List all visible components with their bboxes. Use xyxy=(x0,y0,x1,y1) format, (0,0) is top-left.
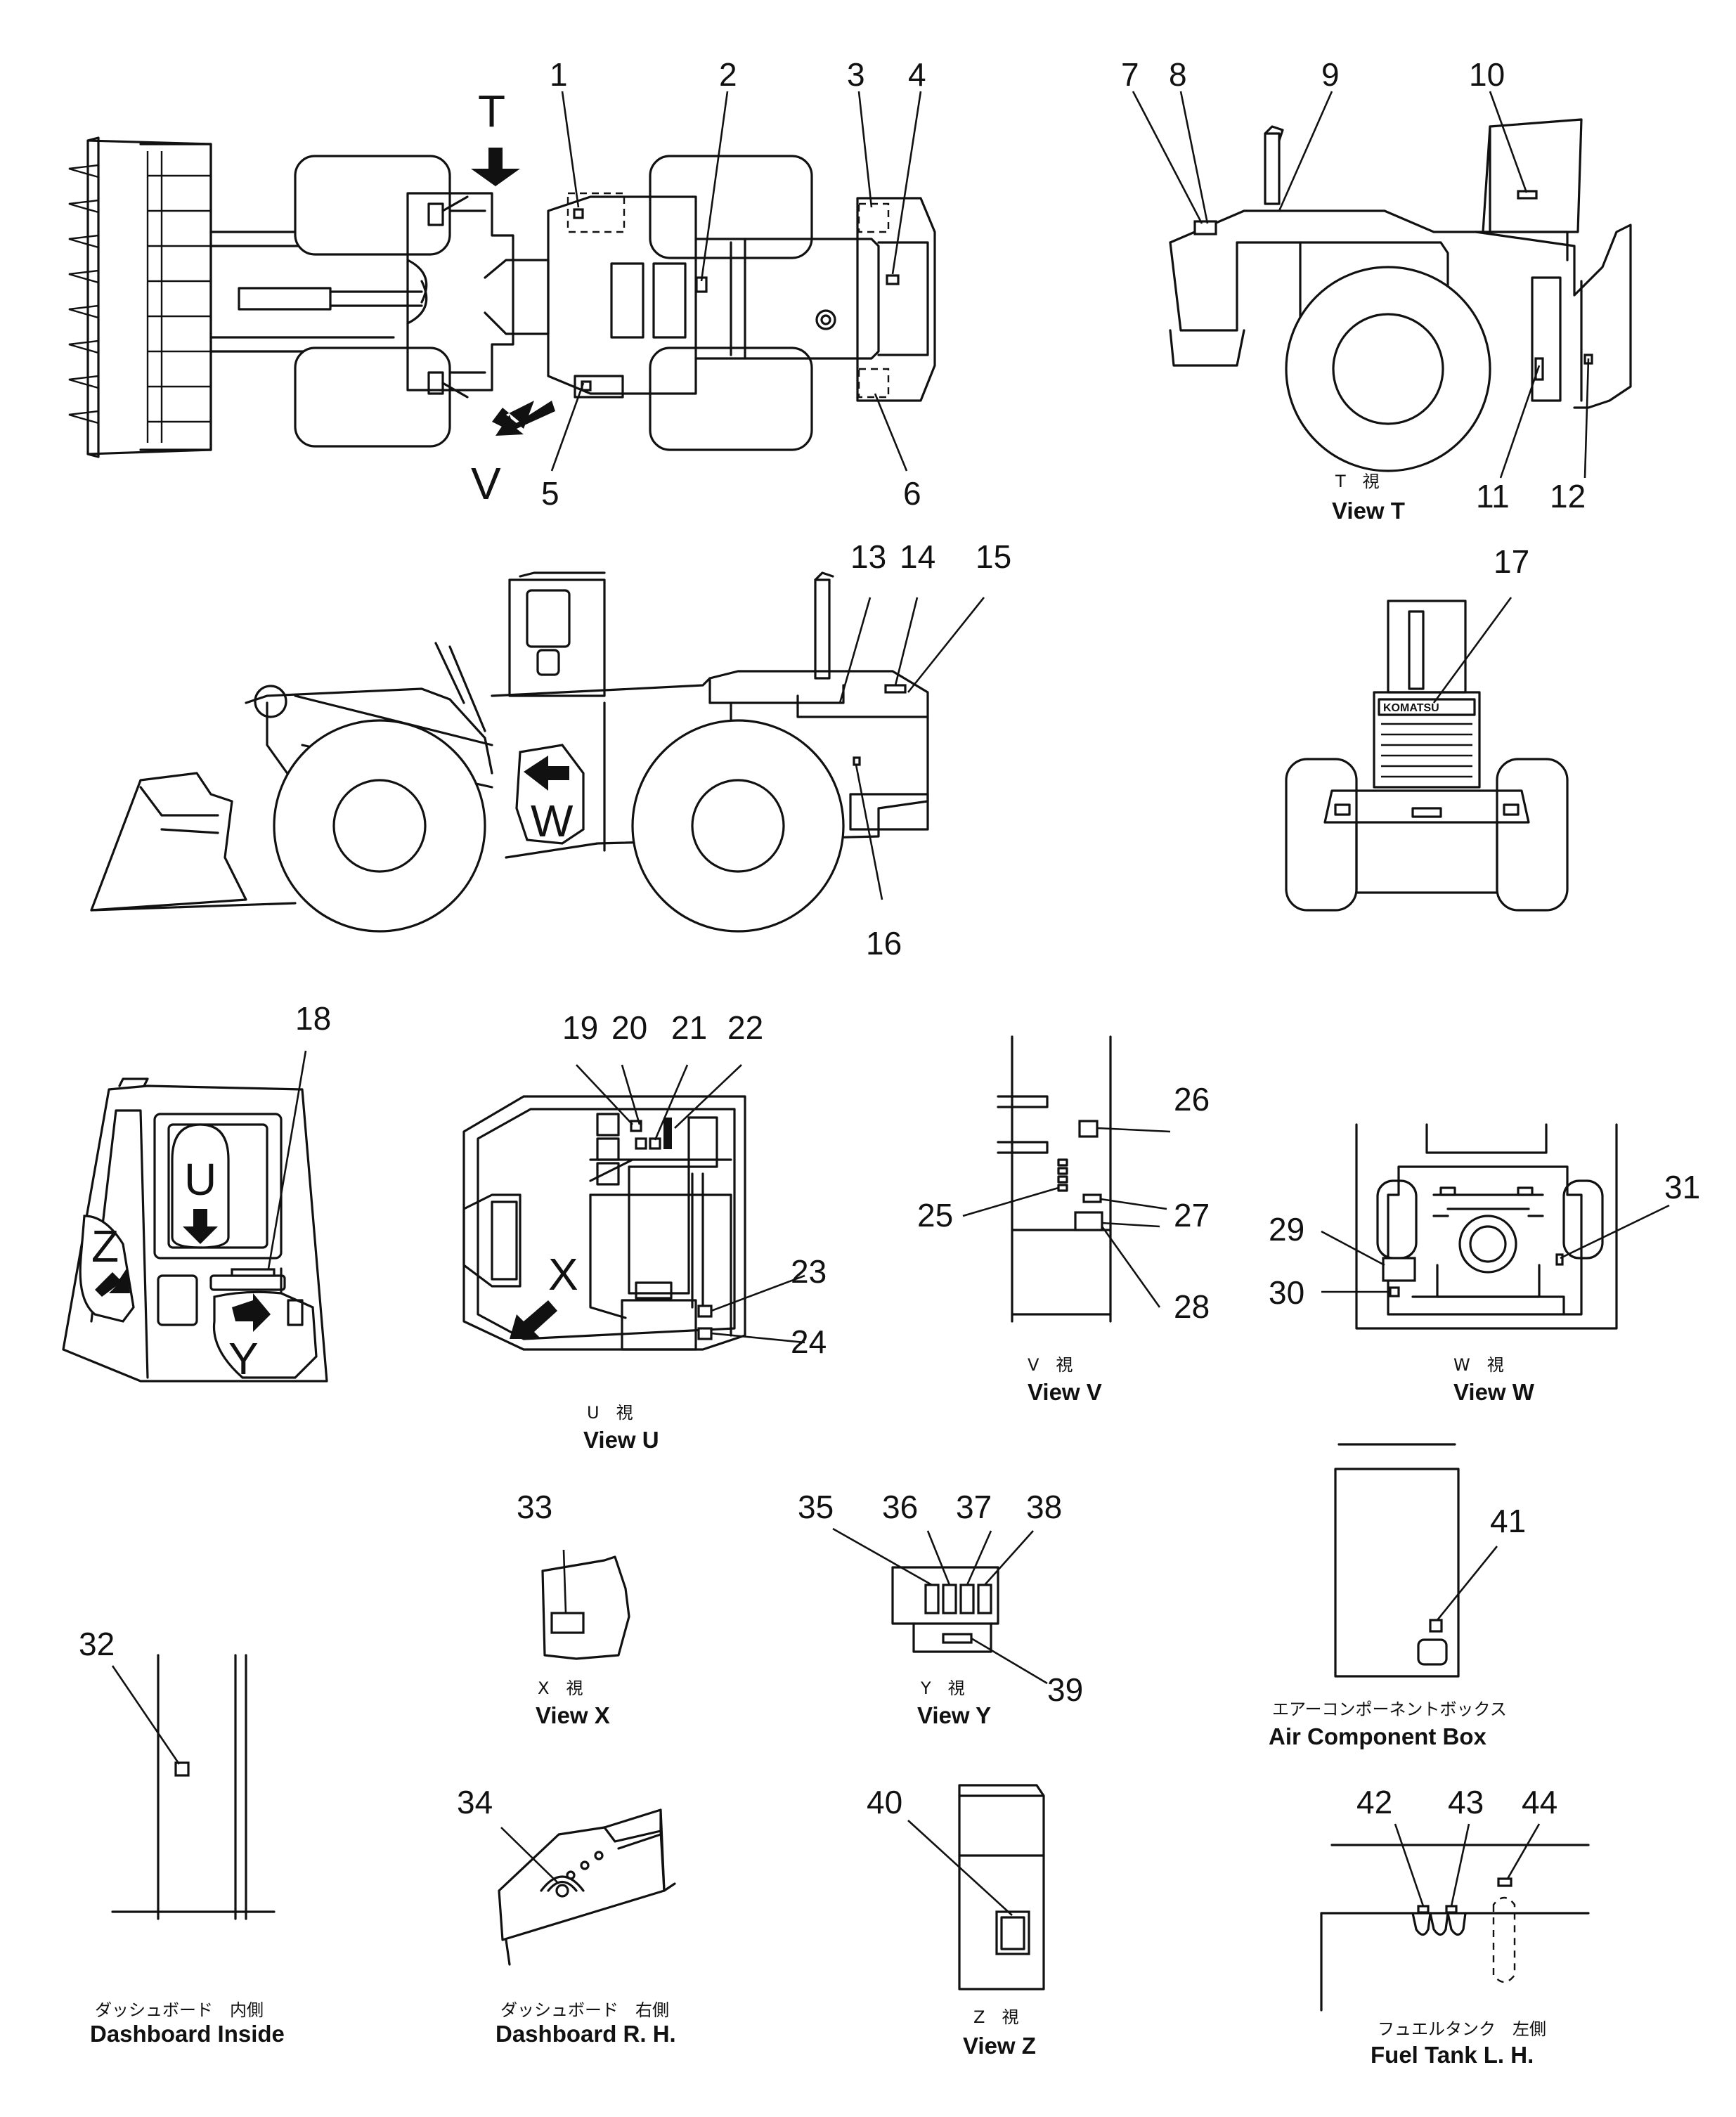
bucket-teeth xyxy=(68,164,99,425)
caption-view-v-jp: V 視 xyxy=(1028,1355,1073,1375)
loader-top-view xyxy=(68,136,936,458)
air-box-drawing xyxy=(1334,1443,1460,1678)
caption-view-z-jp: Z 視 xyxy=(973,2007,1018,2027)
caption-view-x-jp: X 視 xyxy=(538,1678,583,1698)
callout-27: 27 xyxy=(1174,1197,1210,1234)
callout-12: 12 xyxy=(1550,478,1586,514)
caption-view-z-en: View Z xyxy=(963,2033,1036,2059)
bucket-ribs xyxy=(146,151,211,443)
callout-29: 29 xyxy=(1269,1211,1304,1248)
leader-lines xyxy=(111,91,1670,1916)
brand-plate: KOMATSU xyxy=(1383,702,1439,714)
caption-fuel-tank-en: Fuel Tank L. H. xyxy=(1371,2042,1534,2068)
view-w-drawing xyxy=(1355,1123,1618,1330)
view-letter-z: Z xyxy=(91,1221,119,1271)
callout-41: 41 xyxy=(1490,1503,1526,1539)
callout-5: 5 xyxy=(541,475,559,512)
callout-26: 26 xyxy=(1174,1081,1210,1118)
callout-19: 19 xyxy=(562,1009,598,1046)
callout-3: 3 xyxy=(847,56,865,93)
caption-air-box-jp: エアーコンポーネントボックス xyxy=(1272,1700,1507,1719)
callout-6: 6 xyxy=(903,475,921,512)
captions: T 視 View T U 視 View U V 視 View V W 視 Vie… xyxy=(90,472,1546,2068)
callout-44: 44 xyxy=(1522,1784,1557,1820)
callout-9: 9 xyxy=(1321,56,1340,93)
caption-fuel-tank-jp: フュエルタンク 左側 xyxy=(1378,2019,1546,2039)
callout-numbers: 1 2 3 4 5 6 7 8 9 10 11 12 13 14 15 16 1… xyxy=(79,56,1700,1820)
caption-view-u-en: View U xyxy=(583,1427,659,1453)
cab-side-view xyxy=(62,1077,328,1383)
view-letter-u: U xyxy=(184,1154,216,1205)
loader-front-view xyxy=(1285,600,1569,912)
view-letters: T V W U Z Y X KOMATSU xyxy=(91,86,1439,1384)
caption-dash-rh-en: Dashboard R. H. xyxy=(495,2021,676,2047)
callout-15: 15 xyxy=(976,538,1011,575)
caption-air-box-en: Air Component Box xyxy=(1269,1723,1486,1749)
callout-22: 22 xyxy=(727,1009,763,1046)
callout-2: 2 xyxy=(719,56,737,93)
dash-inside-drawing xyxy=(111,1654,276,1920)
callout-31: 31 xyxy=(1664,1169,1700,1205)
caption-view-t-jp: T 視 xyxy=(1335,472,1380,491)
caption-view-y-en: View Y xyxy=(917,1702,991,1728)
caption-dash-inside-en: Dashboard Inside xyxy=(90,2021,285,2047)
callout-20: 20 xyxy=(611,1009,647,1046)
view-letter-w: W xyxy=(531,796,574,846)
callout-40: 40 xyxy=(867,1784,902,1820)
caption-view-v-en: View V xyxy=(1028,1379,1102,1405)
view-z-drawing xyxy=(958,1784,1045,1990)
callout-28: 28 xyxy=(1174,1288,1210,1325)
callout-43: 43 xyxy=(1448,1784,1484,1820)
caption-view-y-jp: Y 視 xyxy=(920,1678,965,1698)
callout-10: 10 xyxy=(1469,56,1505,93)
callout-21: 21 xyxy=(671,1009,707,1046)
view-y-drawing xyxy=(891,1566,999,1653)
callout-17: 17 xyxy=(1494,543,1529,580)
callout-37: 37 xyxy=(956,1489,992,1525)
loader-side-view xyxy=(90,571,929,933)
callout-39: 39 xyxy=(1047,1671,1083,1708)
caption-view-w-en: View W xyxy=(1453,1379,1535,1405)
dash-rh-drawing xyxy=(498,1808,676,1966)
view-u-drawing xyxy=(462,1095,746,1351)
caption-view-u-jp: U 視 xyxy=(587,1403,633,1423)
callout-13: 13 xyxy=(850,538,886,575)
callout-14: 14 xyxy=(900,538,935,575)
caption-view-t-en: View T xyxy=(1332,498,1405,524)
callout-36: 36 xyxy=(882,1489,918,1525)
callout-1: 1 xyxy=(550,56,568,93)
callout-24: 24 xyxy=(791,1323,827,1360)
callout-18: 18 xyxy=(295,1000,331,1037)
fuel-tank-drawing xyxy=(1320,1844,1590,2012)
callout-32: 32 xyxy=(79,1626,115,1662)
callout-23: 23 xyxy=(791,1253,827,1290)
view-letter-t: T xyxy=(478,86,505,136)
callout-33: 33 xyxy=(517,1489,552,1525)
view-t-drawing xyxy=(1169,118,1632,472)
caption-dash-rh-jp: ダッシュボード 右側 xyxy=(500,2000,669,2020)
caption-dash-inside-jp: ダッシュボード 内側 xyxy=(95,2000,264,2020)
callout-25: 25 xyxy=(917,1197,953,1234)
view-letter-x: X xyxy=(548,1249,578,1300)
view-v-drawing xyxy=(997,1035,1112,1323)
callout-35: 35 xyxy=(798,1489,834,1525)
view-letter-y: Y xyxy=(228,1333,259,1384)
callout-8: 8 xyxy=(1169,56,1187,93)
callout-7: 7 xyxy=(1121,56,1139,93)
view-letter-v: V xyxy=(471,458,501,509)
callout-38: 38 xyxy=(1026,1489,1062,1525)
callout-16: 16 xyxy=(866,925,902,962)
view-x-drawing xyxy=(541,1555,630,1660)
callout-34: 34 xyxy=(457,1784,493,1820)
callout-42: 42 xyxy=(1356,1784,1392,1820)
callout-30: 30 xyxy=(1269,1274,1304,1311)
callout-11: 11 xyxy=(1476,478,1510,514)
caption-view-x-en: View X xyxy=(536,1702,610,1728)
callout-4: 4 xyxy=(908,56,926,93)
caption-view-w-jp: W 視 xyxy=(1453,1355,1504,1375)
